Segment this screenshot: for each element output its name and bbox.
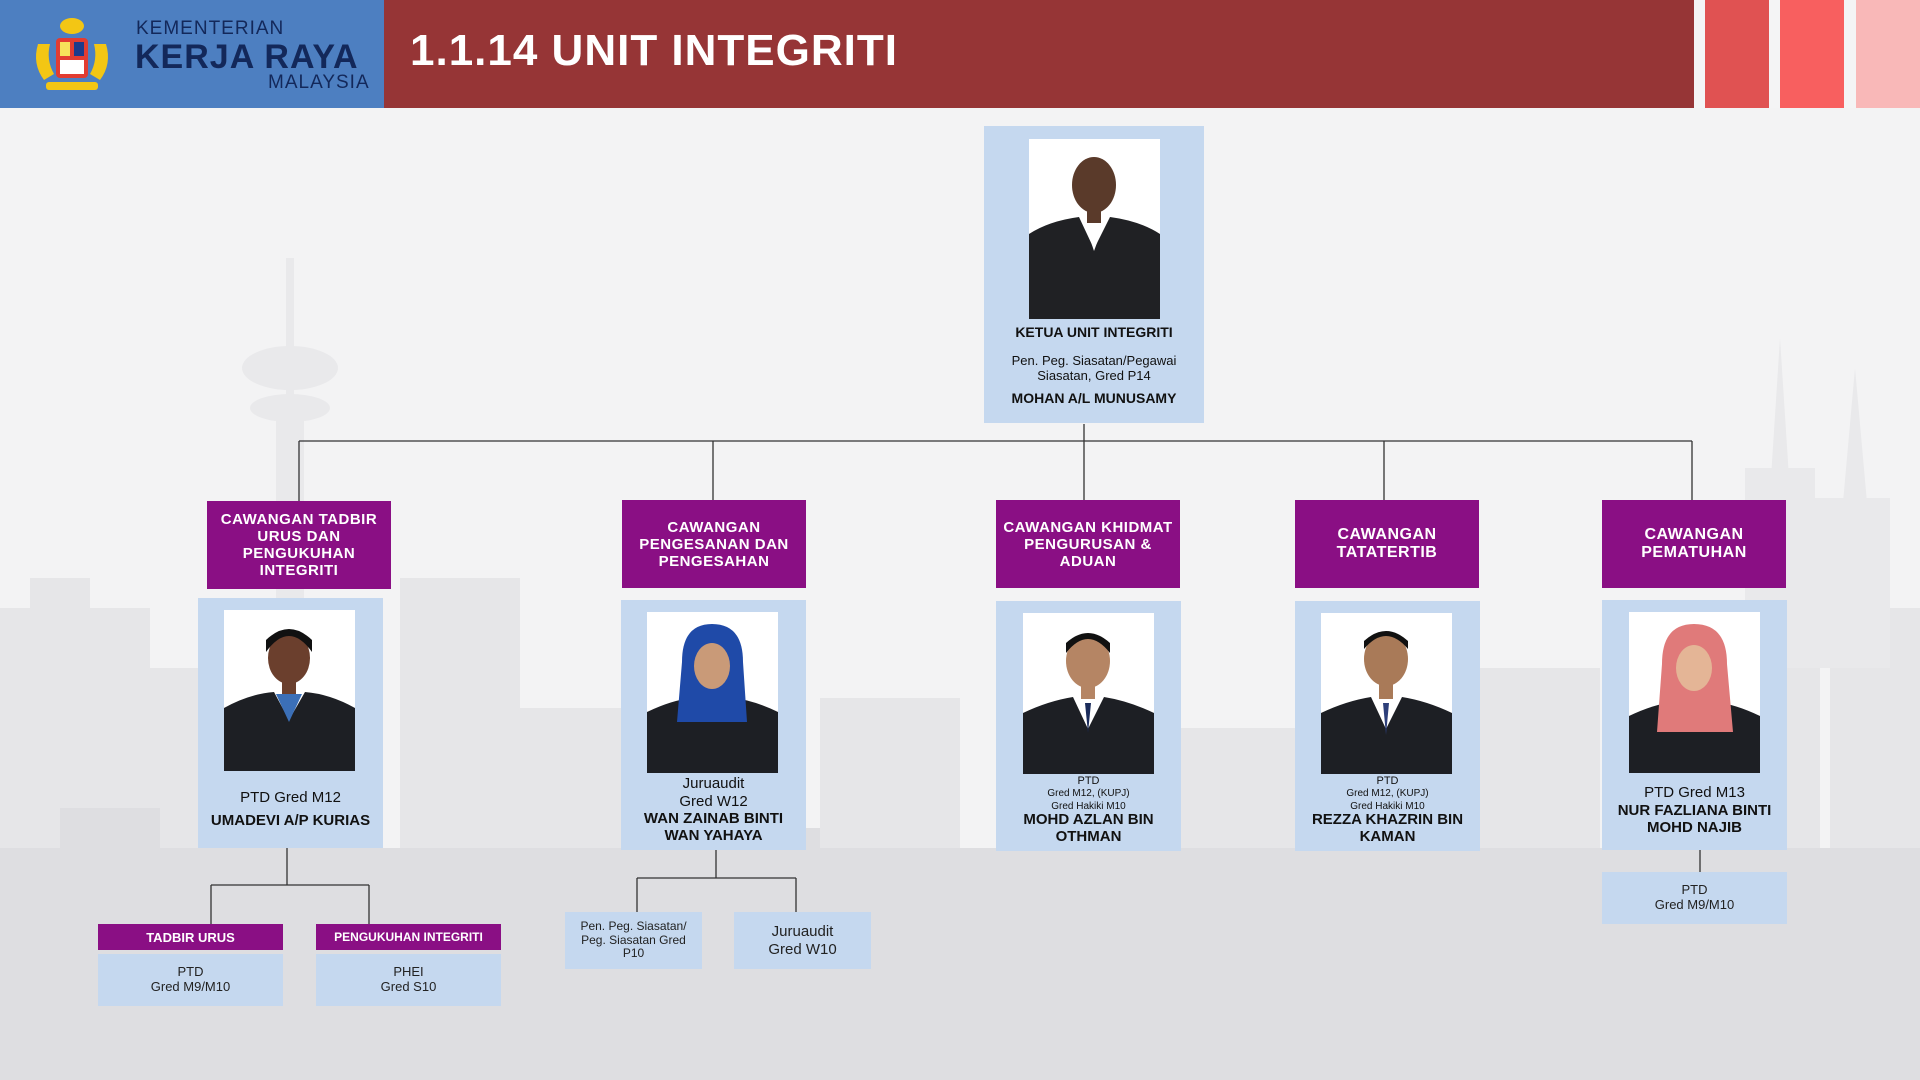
person-card-mohd-azlan: PTD Gred M12, (KUPJ) Gred Hakiki M10 MOH…	[996, 601, 1181, 851]
branch-header-khidmat: CAWANGAN KHIDMAT PENGURUSAN & ADUAN	[996, 500, 1180, 588]
branch-header-pengesanan: CAWANGAN PENGESANAN DAN PENGESAHAN	[622, 500, 806, 588]
ministry-label-top: KEMENTERIAN	[136, 18, 285, 39]
subunit-tadbir-urus-line1: PTD	[177, 964, 204, 980]
head-title: KETUA UNIT INTEGRITI	[1015, 324, 1173, 340]
head-portrait	[1029, 139, 1160, 319]
name-nur-fazliana: NUR FAZLIANA BINTI MOHD NAJIB	[1617, 802, 1772, 837]
header-bar: KEMENTERIAN KERJA RAYA MALAYSIA 1.1.14 U…	[0, 0, 1920, 108]
branch-header-pematuhan: CAWANGAN PEMATUHAN	[1602, 500, 1786, 588]
subunit-header-tadbir-urus: TADBIR URUS	[98, 924, 283, 950]
subunit-pengukuhan-line2: Gred S10	[380, 979, 437, 994]
subunit-juruaudit-line1: Juruaudit	[771, 923, 834, 941]
person-portrait-icon	[224, 610, 355, 771]
subunit-pematuhan-line2: Gred M9/M10	[1654, 897, 1735, 912]
subunit-box-juruaudit: Juruaudit Gred W10	[734, 912, 871, 969]
subunit-pengukuhan-line1: PHEI	[393, 964, 424, 980]
grade-line2-rezza: Gred M12, (KUPJ)	[1346, 788, 1429, 799]
person-card-rezza: PTD Gred M12, (KUPJ) Gred Hakiki M10 REZ…	[1295, 601, 1480, 851]
city-skyline-background	[0, 108, 1920, 1080]
ministry-logo-block: KEMENTERIAN KERJA RAYA MALAYSIA	[0, 0, 384, 108]
person-card-nur-fazliana: PTD Gred M13 NUR FAZLIANA BINTI MOHD NAJ…	[1602, 600, 1787, 850]
subunit-siasatan-line2: Peg. Siasatan Gred	[581, 932, 686, 947]
subunit-box-pematuhan-ptd: PTD Gred M9/M10	[1602, 872, 1787, 924]
grade-line1-wan-zainab: Juruaudit	[682, 775, 745, 792]
portrait-mohd-azlan	[1023, 613, 1154, 774]
grade-umadevi: PTD Gred M12	[240, 789, 341, 806]
subunit-header-pengukuhan: PENGUKUHAN INTEGRITI	[316, 924, 501, 950]
title-bar	[384, 0, 1694, 108]
person-portrait-icon	[1629, 612, 1760, 773]
decorative-block-1	[1705, 0, 1769, 108]
name-mohd-azlan: MOHD AZLAN BIN OTHMAN	[1023, 811, 1154, 846]
head-name: MOHAN A/L MUNUSAMY	[1011, 390, 1177, 406]
grade-line1-mohd-azlan: PTD	[1077, 775, 1100, 787]
portrait-wan-zainab	[647, 612, 778, 773]
grade-line3-rezza: Gred Hakiki M10	[1350, 801, 1425, 812]
grade-line2-wan-zainab: Gred W12	[679, 793, 748, 810]
person-portrait-icon	[1023, 613, 1154, 774]
portrait-nur-fazliana	[1629, 612, 1760, 773]
name-umadevi: UMADEVI A/P KURIAS	[210, 812, 371, 829]
branch-header-tatatertib: CAWANGAN TATATERTIB	[1295, 500, 1479, 588]
branch-header-tadbir-urus: CAWANGAN TADBIR URUS DAN PENGUKUHAN INTE…	[207, 501, 391, 589]
decorative-block-3	[1856, 0, 1920, 108]
person-card-wan-zainab: Juruaudit Gred W12 WAN ZAINAB BINTI WAN …	[621, 600, 806, 850]
head-card: KETUA UNIT INTEGRITI Pen. Peg. Siasatan/…	[984, 126, 1204, 423]
grade-line1-rezza: PTD	[1376, 775, 1399, 787]
subunit-box-pengukuhan: PHEI Gred S10	[316, 954, 501, 1006]
name-wan-zainab: WAN ZAINAB BINTI WAN YAHAYA	[643, 810, 784, 845]
ministry-name: KERJA RAYA	[135, 38, 359, 76]
page-title: 1.1.14 UNIT INTEGRITI	[410, 26, 898, 75]
person-card-umadevi: PTD Gred M12 UMADEVI A/P KURIAS	[198, 598, 383, 848]
subunit-juruaudit-line2: Gred W10	[768, 940, 837, 958]
subunit-box-siasatan: Pen. Peg. Siasatan/ Peg. Siasatan Gred P…	[565, 912, 702, 969]
coat-of-arms-icon	[36, 18, 108, 90]
portrait-umadevi	[224, 610, 355, 771]
subunit-box-tadbir-urus: PTD Gred M9/M10	[98, 954, 283, 1006]
grade-line2-mohd-azlan: Gred M12, (KUPJ)	[1047, 788, 1130, 799]
subunit-pematuhan-line1: PTD	[1681, 882, 1708, 898]
subunit-siasatan-line3: P10	[622, 946, 645, 961]
grade-line3-mohd-azlan: Gred Hakiki M10	[1051, 801, 1126, 812]
person-portrait-icon	[647, 612, 778, 773]
person-portrait-icon	[1029, 139, 1160, 319]
name-rezza: REZZA KHAZRIN BIN KAMAN	[1311, 811, 1464, 846]
grade-nur-fazliana: PTD Gred M13	[1644, 784, 1745, 801]
decorative-block-2	[1780, 0, 1844, 108]
head-position: Pen. Peg. Siasatan/Pegawai Siasatan, Gre…	[1011, 353, 1177, 383]
subunit-siasatan-line1: Pen. Peg. Siasatan/	[580, 918, 687, 933]
subunit-tadbir-urus-line2: Gred M9/M10	[150, 979, 231, 994]
ministry-label-bottom: MALAYSIA	[268, 72, 370, 93]
person-portrait-icon	[1321, 613, 1452, 774]
portrait-rezza	[1321, 613, 1452, 774]
